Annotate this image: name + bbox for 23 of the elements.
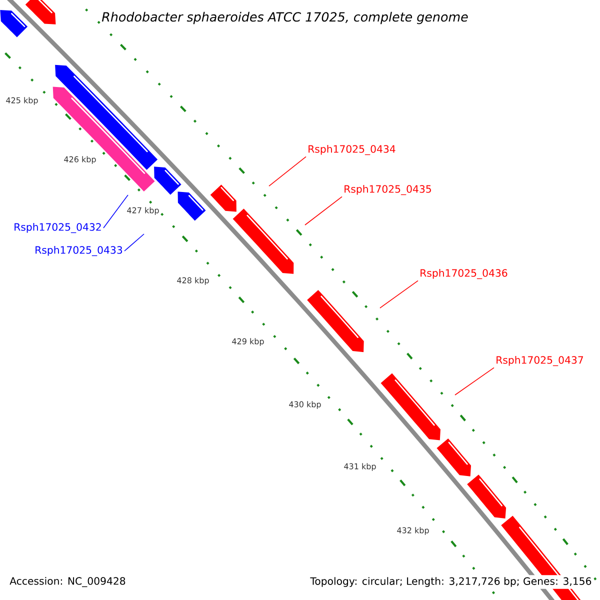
accession-text: Accession: NC_009428 (10, 576, 126, 588)
gene-label: Rsph17025_0437 (496, 356, 583, 366)
tick-label: 430 kbp (289, 401, 321, 409)
title-text: Rhodobacter sphaeroides ATCC 17025, complete genome (102, 12, 468, 24)
gene-label: Rsph17025_0432 (14, 222, 101, 234)
leader-line (268, 156, 306, 186)
leader-line (304, 196, 342, 226)
leader-line (454, 367, 494, 396)
tick-label: 431 kbp (344, 463, 376, 471)
gene-label: Rsph17025_0435 (344, 184, 431, 196)
tick-label: 432 kbp (397, 527, 429, 535)
gene-label: Rsph17025_0433 (36, 246, 122, 256)
leader-line (103, 194, 128, 228)
leader-line (124, 234, 144, 252)
genome-info-text: Topology: circular; Length: 3,217,726 bp; Genes: 3,156 (308, 575, 594, 589)
tick-label: 425 kbp (6, 97, 38, 105)
gene-label: Rsph17025_0434 (308, 144, 396, 156)
tick-label: 426 kbp (64, 156, 96, 164)
tick-label: 429 kbp (232, 338, 264, 346)
gene-label: Rsph17025_0436 (420, 268, 508, 280)
tick-label: 427 kbp (127, 207, 159, 215)
tick-label: 428 kbp (177, 277, 209, 285)
leader-line (380, 280, 418, 308)
